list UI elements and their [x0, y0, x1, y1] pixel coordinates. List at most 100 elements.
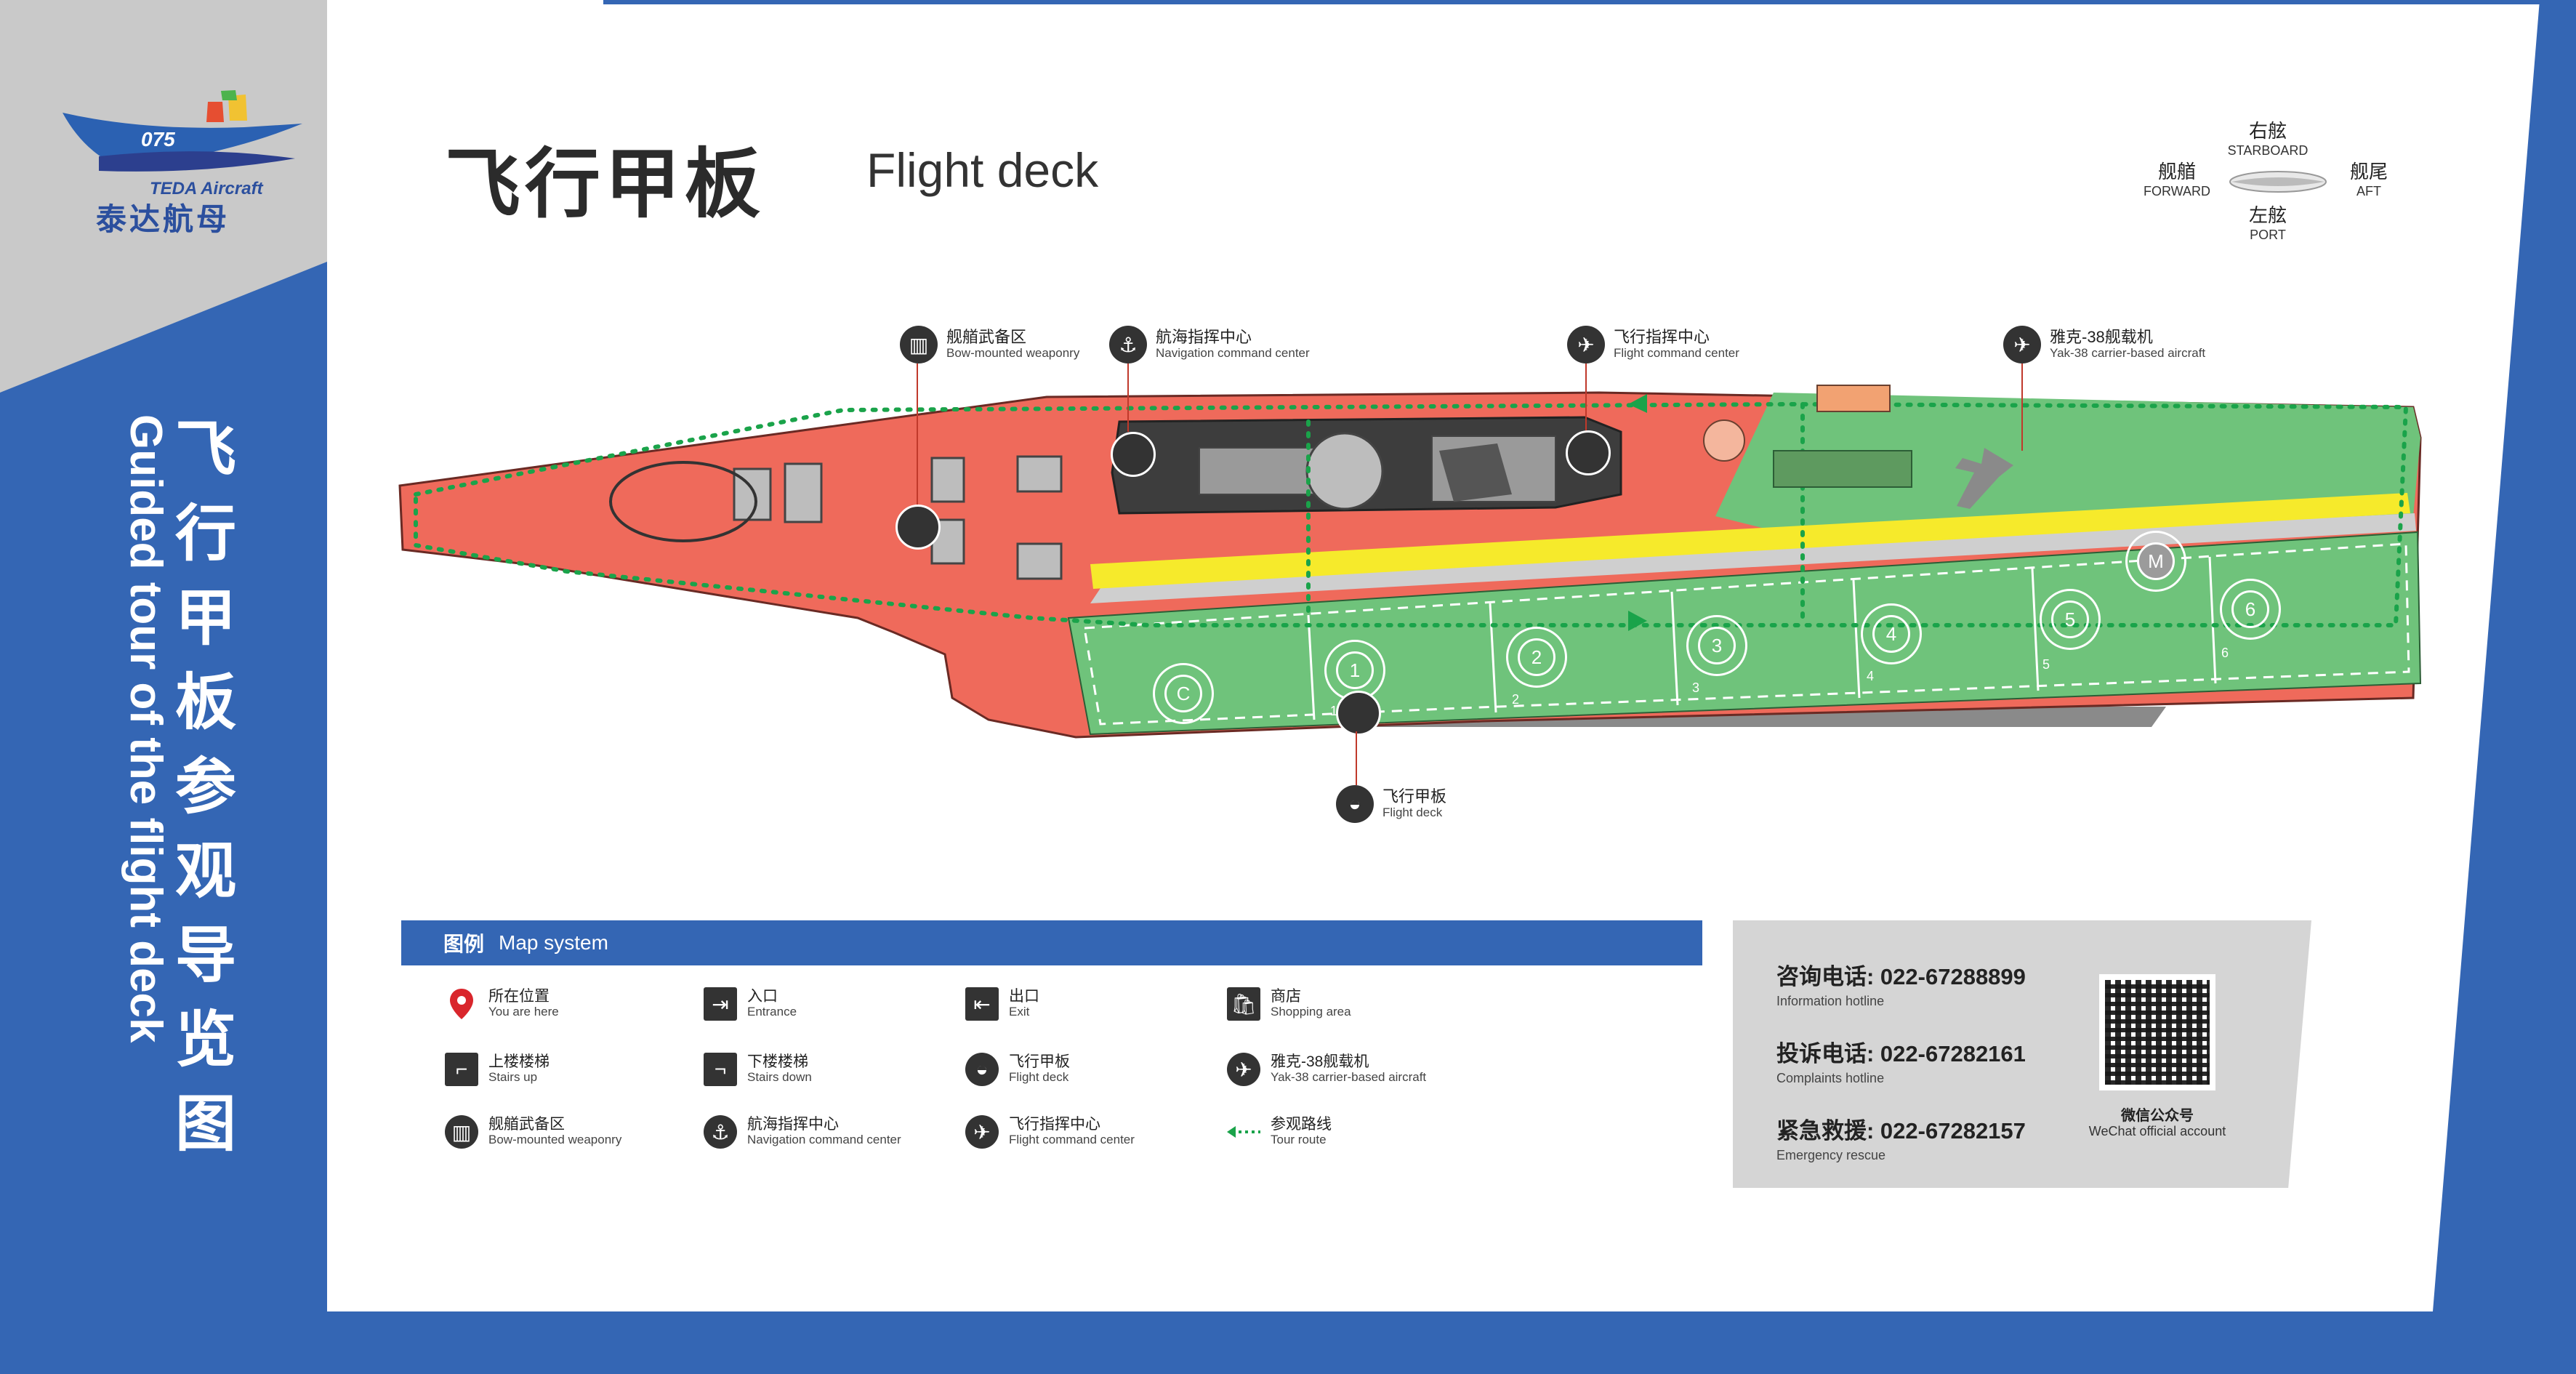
legend-sublabel: Exit: [1009, 1005, 1030, 1019]
deck-green-aft: [1715, 393, 2420, 531]
side-title-char: 板: [174, 667, 236, 738]
contact-complaints-number[interactable]: 投诉电话: 022-67282161: [1776, 1041, 2026, 1066]
lane-dividers: [1307, 556, 2217, 720]
shop-icon: 🛍: [1227, 987, 1260, 1021]
contact-complaints: 投诉电话: 022-67282161 Complaints hotline: [1776, 1035, 2026, 1086]
captain-icon: ⚓: [1109, 326, 1147, 363]
map-marker-flight-command[interactable]: [1566, 430, 1611, 475]
deck-spot-3: 3: [1686, 615, 1747, 676]
callout-flight-deck-zh: 飞行甲板: [1382, 787, 1447, 805]
side-title-char: 览: [174, 1004, 236, 1075]
side-title-char: 图: [174, 1088, 236, 1160]
deck-spot-4: 4: [1861, 603, 1922, 664]
legend-label: 商店: [1271, 988, 1301, 1005]
compass-aft-en: AFT: [2356, 184, 2381, 198]
brand-number: 075: [141, 128, 175, 150]
legend-sublabel: Bow-mounted weaponry: [488, 1133, 622, 1146]
deck-spot-5: 5: [2040, 589, 2101, 650]
compass-forward: 舰艏: [2157, 161, 2196, 182]
map-marker-flight-deck[interactable]: [1336, 691, 1381, 736]
compass-aft: 舰尾: [2349, 161, 2388, 182]
bow-loop-track: [609, 461, 757, 542]
legend-header-zh: 图例: [443, 933, 485, 955]
exit-icon: ⇤: [965, 987, 999, 1021]
bow-launchers: [733, 455, 1063, 580]
bottom-band: [0, 1311, 2576, 1374]
weaponry-icon: ▥: [900, 326, 938, 363]
contact-info-number[interactable]: 咨询电话: 022-67288899: [1776, 964, 2026, 989]
callout-navigation-zh: 航海指挥中心: [1156, 328, 1252, 346]
brand-name-en: TEDA Aircraft: [150, 179, 263, 198]
callout-weaponry-en: Bow-mounted weaponry: [946, 346, 1080, 360]
compass-ship-icon: [2229, 171, 2327, 193]
callout-weaponry-zh: 舰艏武备区: [946, 328, 1027, 346]
location-pin-icon: [445, 987, 478, 1021]
callout-yak38-zh: 雅克-38舰载机: [2050, 328, 2153, 346]
contact-complaints-label: Complaints hotline: [1776, 1071, 1885, 1085]
legend-label: 出口: [1009, 988, 1039, 1005]
legend-sublabel: Stairs down: [747, 1070, 812, 1084]
orientation-compass: 右舷 STARBOARD 舰艏 FORWARD 舰尾 AFT 左舷 PORT: [2137, 116, 2399, 247]
spot-label: 5: [2051, 600, 2089, 638]
wechat-qr-code[interactable]: [2099, 974, 2215, 1090]
map-marker-navigation[interactable]: [1111, 432, 1156, 477]
contact-emergency-label: Emergency rescue: [1776, 1148, 1886, 1162]
flight-deck-icon: ◒: [1336, 785, 1374, 823]
yak38-silhouette: [1955, 448, 2013, 509]
wechat-label-en: WeChat official account: [2088, 1124, 2226, 1138]
side-title-char: 参: [174, 751, 236, 822]
tour-arrow-2: [1628, 394, 1647, 413]
side-title-char: 导: [174, 920, 236, 991]
stairs-down-icon: ¬: [704, 1053, 737, 1086]
legend-label: 飞行指挥中心: [1009, 1116, 1100, 1133]
legend-label: 下楼楼梯: [747, 1053, 808, 1070]
tour-arrow-1: [1628, 611, 1647, 631]
lane-number: 1: [1330, 704, 1338, 718]
compass-starboard: 右舷: [2248, 120, 2287, 142]
brand-name-zh: 泰达航母: [96, 202, 230, 236]
map-marker-weaponry[interactable]: [895, 505, 941, 550]
stairs-up-icon: ⌐: [445, 1053, 478, 1086]
compass-port-en: PORT: [2250, 228, 2286, 242]
lane-number: 5: [2042, 657, 2050, 672]
lane-number: 4: [1867, 669, 1875, 683]
deck-yellow-lane: [1090, 493, 2410, 589]
deck-spot-C: C: [1153, 663, 1214, 724]
contact-emergency: 紧急救援: 022-67282157 Emergency rescue: [1776, 1112, 2026, 1163]
callout-flight-deck-en: Flight deck: [1382, 805, 1443, 819]
callout-flight-command-en: Flight command center: [1614, 346, 1739, 360]
deck-spot-2: 2: [1506, 627, 1567, 688]
legend-sublabel: Tour route: [1271, 1133, 1327, 1146]
legend-label: 参观路线: [1271, 1116, 1332, 1133]
side-title-char: 观: [174, 835, 236, 907]
spot-label: 3: [1698, 627, 1736, 664]
jet-icon: ✈: [2003, 326, 2041, 363]
legend-label: 上楼楼梯: [488, 1053, 550, 1070]
airplane-icon: ✈: [965, 1115, 999, 1149]
legend-sublabel: Navigation command center: [747, 1133, 901, 1146]
legend-label: 入口: [747, 988, 778, 1005]
page-title-zh: 飞行甲板: [445, 140, 765, 228]
legend-sublabel: Flight deck: [1009, 1070, 1069, 1084]
funnel: [1439, 443, 1512, 502]
compass-forward-en: FORWARD: [2144, 184, 2210, 198]
contact-panel: 咨询电话: 022-67288899 Information hotline 投…: [1733, 920, 2311, 1188]
brand-logo: 075 TEDA Aircraft 泰达航母: [55, 87, 302, 236]
deck-spot-M: M: [2125, 531, 2186, 592]
contact-emergency-number[interactable]: 紧急救援: 022-67282157: [1776, 1118, 2026, 1144]
entrance-icon: ⇥: [704, 987, 737, 1021]
legend-label: 所在位置: [488, 988, 550, 1005]
page-title-en: Flight deck: [866, 143, 1099, 197]
contact-info: 咨询电话: 022-67288899 Information hotline: [1776, 958, 2026, 1009]
spot-label: C: [1164, 675, 1202, 712]
